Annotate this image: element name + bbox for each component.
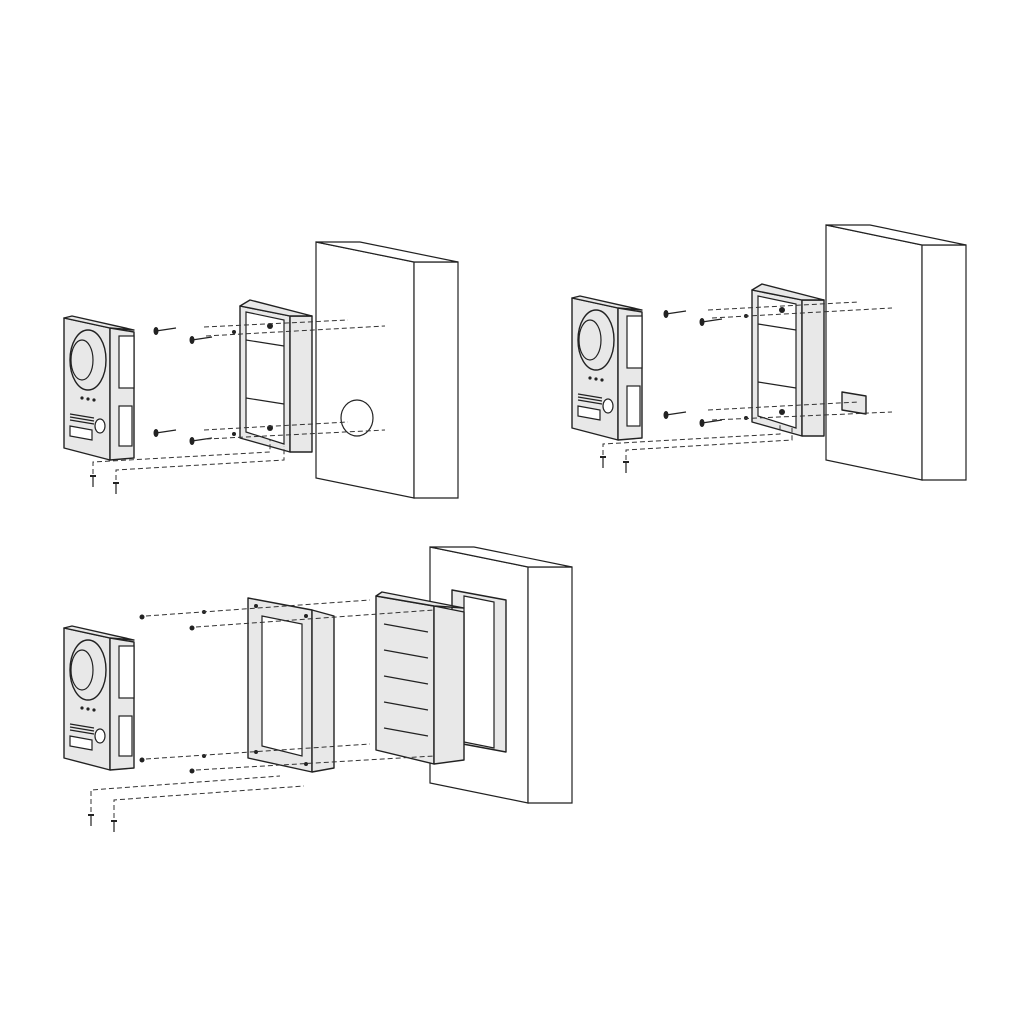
cable-inlet xyxy=(841,391,867,415)
alignment-lines xyxy=(90,599,435,818)
door-station xyxy=(571,295,643,441)
wall xyxy=(315,241,459,499)
alignment-lines xyxy=(92,319,386,480)
flush-frame xyxy=(247,597,335,773)
door-station xyxy=(63,625,135,771)
alignment-lines xyxy=(602,301,893,460)
door-station xyxy=(63,315,135,461)
wall xyxy=(825,224,967,481)
panel-flush-mount xyxy=(63,546,573,833)
panel-surface-cable-inlet xyxy=(571,224,967,481)
surface-back-box xyxy=(743,283,825,437)
panel-surface-junction-box xyxy=(63,241,459,499)
flush-back-box xyxy=(375,591,465,765)
junction-box-hole xyxy=(340,399,374,437)
wall xyxy=(429,546,573,804)
